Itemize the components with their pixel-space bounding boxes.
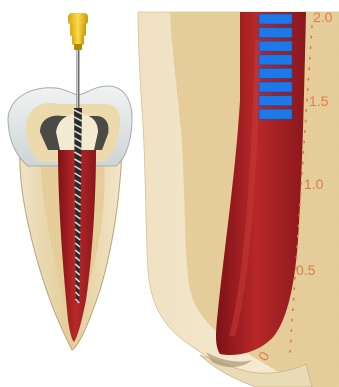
tooth-diagram (8, 13, 132, 350)
file-handle (68, 13, 88, 25)
depth-marker-block (259, 96, 292, 106)
depth-marker-block (259, 41, 292, 51)
magnified-canal-view: 2.0 1.5 1.0 0.5 0 (138, 9, 339, 387)
scale-label-2-0: 2.0 (313, 9, 333, 25)
depth-marker-block (259, 14, 292, 24)
depth-marker-block (259, 55, 292, 65)
depth-marker-block (259, 109, 292, 119)
depth-marker-block (259, 28, 292, 38)
depth-marker-block (259, 82, 292, 92)
scale-label-1-5: 1.5 (309, 93, 329, 109)
scale-label-0-5: 0.5 (296, 262, 316, 278)
scale-label-1-0: 1.0 (304, 176, 324, 192)
depth-marker-block (259, 68, 292, 78)
